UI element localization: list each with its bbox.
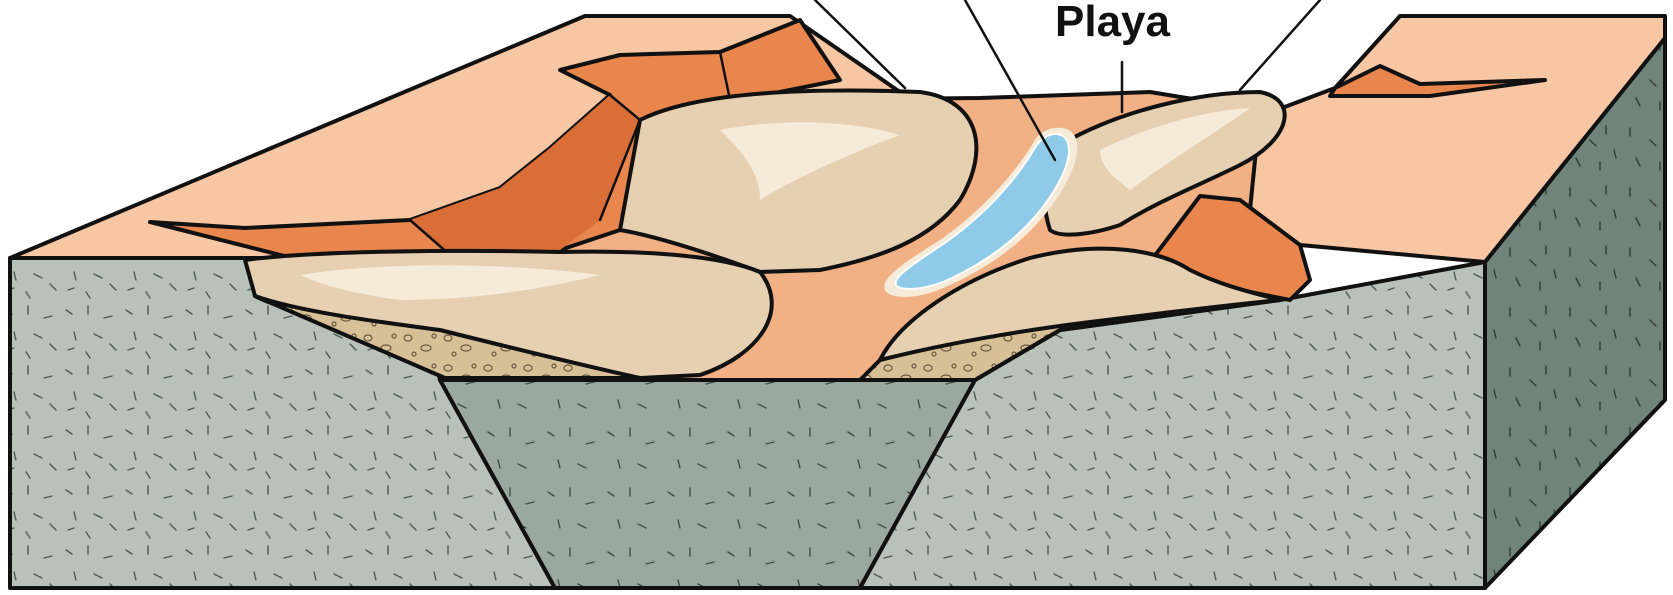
leader-line-right-fan — [1240, 0, 1320, 90]
label-playa: Playa — [1055, 0, 1171, 46]
